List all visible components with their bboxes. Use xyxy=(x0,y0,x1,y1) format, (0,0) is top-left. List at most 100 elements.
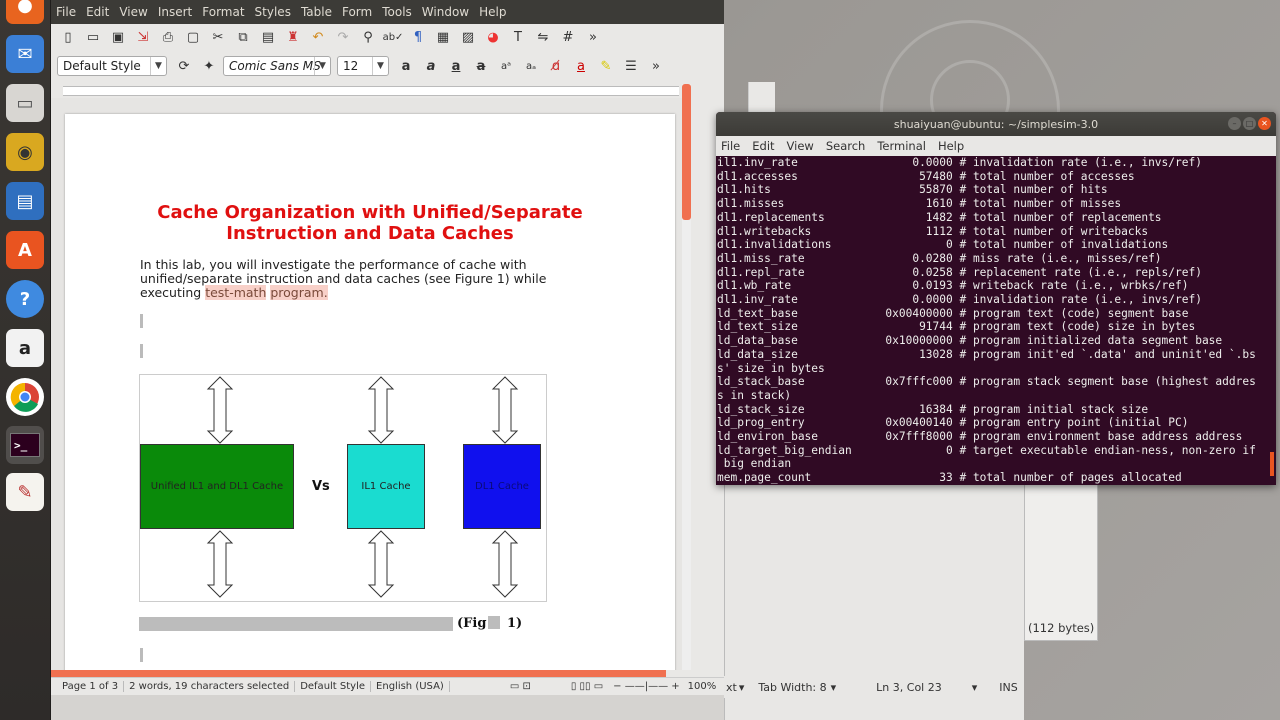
menu-insert[interactable]: Insert xyxy=(157,5,193,19)
horizontal-scrollbar[interactable] xyxy=(51,670,666,677)
caption-prefix: (Fig xyxy=(457,616,487,631)
menu-tools[interactable]: Tools xyxy=(382,5,412,19)
term-menu-terminal[interactable]: Terminal xyxy=(877,139,926,153)
terminal-titlebar[interactable]: shuaiyuan@ubuntu: ~/simplesim-3.0 – □ ✕ xyxy=(716,112,1276,136)
help-icon[interactable]: ? xyxy=(6,280,44,318)
terminal-line: big endian xyxy=(717,457,792,471)
intro-paragraph[interactable]: In this lab, you will investigate the pe… xyxy=(140,258,560,300)
menu-styles[interactable]: Styles xyxy=(254,5,291,19)
terminal-scrollbar[interactable] xyxy=(1270,452,1274,476)
amazon-icon[interactable]: a xyxy=(6,329,44,367)
insert-chart-icon[interactable]: ◕ xyxy=(487,29,499,45)
menu-window[interactable]: Window xyxy=(421,5,470,19)
vertical-scrollbar[interactable] xyxy=(682,84,691,670)
firefox-icon[interactable]: ● xyxy=(6,0,44,24)
minimize-icon[interactable]: – xyxy=(1228,117,1241,130)
selection-mode-icon[interactable]: ▭ ⊡ xyxy=(509,681,531,692)
menu-edit[interactable]: Edit xyxy=(86,5,110,19)
bullets-icon[interactable]: ☰ xyxy=(625,58,637,74)
strikethrough-icon[interactable]: a xyxy=(476,58,486,74)
font-name-select[interactable]: Comic Sans MS ▼ xyxy=(223,56,331,76)
menu-form[interactable]: Form xyxy=(341,5,373,19)
term-menu-search[interactable]: Search xyxy=(825,139,866,153)
clear-formatting-icon[interactable]: ɑ̸ xyxy=(551,58,561,74)
insert-field-icon[interactable]: # xyxy=(562,29,574,45)
rhythmbox-icon[interactable]: ◉ xyxy=(6,133,44,171)
save-icon[interactable]: ▣ xyxy=(111,29,125,45)
paragraph-style-select[interactable]: Default Style ▼ xyxy=(57,56,167,76)
terminal-line: dl1.writebacks 1112 # total number of wr… xyxy=(717,224,1149,238)
term-menu-view[interactable]: View xyxy=(786,139,814,153)
language[interactable]: English (USA) xyxy=(371,681,450,692)
insert-image-icon[interactable]: ▨ xyxy=(461,29,475,45)
menu-view[interactable]: View xyxy=(119,5,148,19)
menu-file[interactable]: File xyxy=(56,5,77,19)
font-size-select[interactable]: 12 ▼ xyxy=(337,56,389,76)
view-layout-icon[interactable]: ▯ ▯▯ ▭ xyxy=(570,681,604,692)
undo-icon[interactable]: ↶ xyxy=(312,29,324,45)
highlight-mode[interactable]: xt xyxy=(726,680,737,694)
term-menu-file[interactable]: File xyxy=(721,139,741,153)
menu-table[interactable]: Table xyxy=(300,5,332,19)
thunderbird-icon[interactable]: ✉ xyxy=(6,35,44,73)
terminal-icon[interactable]: >_ xyxy=(6,426,44,464)
highlight-icon[interactable]: ✎ xyxy=(600,58,612,74)
term-menu-edit[interactable]: Edit xyxy=(752,139,775,153)
writer-icon[interactable]: ▤ xyxy=(6,182,44,220)
open-icon[interactable]: ▭ xyxy=(86,29,100,45)
text-editor-icon[interactable]: ✎ xyxy=(6,473,44,511)
page-count[interactable]: Page 1 of 3 xyxy=(57,681,125,692)
terminal-line: ld_prog_entry 0x00400140 # program entry… xyxy=(717,416,1189,430)
software-center-icon[interactable]: A xyxy=(6,231,44,269)
bold-icon[interactable]: a xyxy=(401,58,411,74)
term-menu-help[interactable]: Help xyxy=(937,139,965,153)
page-break-icon[interactable]: ⇋ xyxy=(537,29,549,45)
toolbar-overflow-icon[interactable]: » xyxy=(589,29,597,45)
menu-help[interactable]: Help xyxy=(479,5,507,19)
new-document-icon[interactable]: ▯ xyxy=(64,29,72,45)
zoom-slider[interactable]: − ——|—— + xyxy=(613,681,680,692)
document-page[interactable]: Cache Organization with Unified/Separate… xyxy=(65,114,675,670)
insert-textbox-icon[interactable]: T xyxy=(514,29,522,45)
vertical-scrollbar-thumb[interactable] xyxy=(682,84,691,220)
insert-table-icon[interactable]: ▦ xyxy=(436,29,450,45)
copy-icon[interactable]: ⧉ xyxy=(238,29,248,45)
redo-icon[interactable]: ↷ xyxy=(337,29,349,45)
chevron-down-icon: ▼ xyxy=(372,57,388,75)
print-preview-icon[interactable]: ▢ xyxy=(186,29,200,45)
update-style-icon[interactable]: ⟳ xyxy=(178,58,190,74)
cursor-position[interactable]: Ln 3, Col 23 xyxy=(876,680,942,694)
italic-icon[interactable]: a xyxy=(426,58,436,74)
print-icon[interactable]: ⎙ xyxy=(162,29,174,45)
maximize-icon[interactable]: □ xyxy=(1243,117,1256,130)
find-replace-icon[interactable]: ⚲ xyxy=(363,29,373,45)
tab-width[interactable]: Tab Width: 8 xyxy=(758,680,827,694)
word-count[interactable]: 2 words, 19 characters selected xyxy=(124,681,296,692)
insert-mode[interactable]: INS xyxy=(999,680,1018,694)
clone-formatting-icon[interactable]: ♜ xyxy=(287,29,299,45)
export-pdf-icon[interactable]: ⇲ xyxy=(137,29,149,45)
terminal-line: dl1.invalidations 0 # total number of in… xyxy=(717,238,1169,252)
paste-icon[interactable]: ▤ xyxy=(261,29,275,45)
new-style-icon[interactable]: ✦ xyxy=(203,58,215,74)
caption-field xyxy=(488,616,501,629)
toolbar-overflow-icon[interactable]: » xyxy=(652,58,660,74)
files-icon[interactable]: ▭ xyxy=(6,84,44,122)
ruler[interactable] xyxy=(51,82,691,98)
terminal-window[interactable]: shuaiyuan@ubuntu: ~/simplesim-3.0 – □ ✕ … xyxy=(716,112,1276,485)
page-style[interactable]: Default Style xyxy=(295,681,372,692)
superscript-icon[interactable]: aᵃ xyxy=(500,60,512,72)
menu-format[interactable]: Format xyxy=(202,5,245,19)
close-icon[interactable]: ✕ xyxy=(1258,117,1271,130)
terminal-line: ld_environ_base 0x7fff8000 # program env… xyxy=(717,430,1243,444)
terminal-output[interactable]: il1.inv_rate 0.0000 # invalidation rate … xyxy=(716,156,1270,485)
chrome-icon[interactable] xyxy=(6,378,44,416)
font-color-icon[interactable]: a xyxy=(577,58,585,74)
spelling-icon[interactable]: ab✓ xyxy=(382,31,404,43)
subscript-icon[interactable]: aₐ xyxy=(525,60,537,72)
cache-figure[interactable]: Unified IL1 and DL1 Cache Vs IL1 Cache D… xyxy=(139,374,547,602)
zoom-level[interactable]: 100% xyxy=(687,681,717,692)
formatting-marks-icon[interactable]: ¶ xyxy=(413,29,423,45)
cut-icon[interactable]: ✂ xyxy=(212,29,224,45)
underline-icon[interactable]: a xyxy=(451,58,461,74)
